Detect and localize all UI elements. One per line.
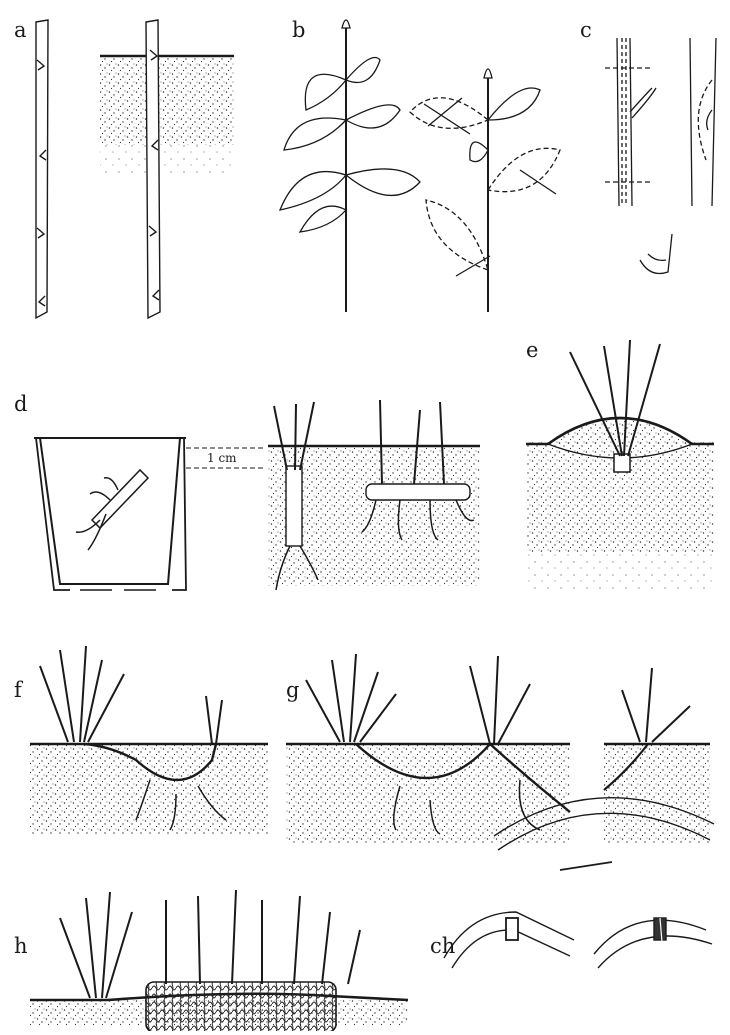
horizontal-root-cutting [366,484,470,500]
removed-leaves [410,98,560,270]
dimension-label: 1 cm [207,452,237,464]
cutting-loose [36,20,48,318]
panel-label-d: d [14,394,27,415]
root-piece-pot [76,470,148,550]
panel-f [30,646,268,834]
cutting-planted [146,20,160,318]
panel-label-ch: ch [430,936,455,957]
leaf-set-left [280,58,420,233]
trench-root-mass [146,982,336,1031]
panel-d [34,400,480,590]
panel-label-f: f [14,680,22,701]
panel-label-c: c [580,20,592,41]
panel-b [280,20,560,312]
panel-label-b: b [292,20,305,41]
panel-h [30,890,408,1031]
panel-a [36,20,234,318]
panel-e [526,340,714,592]
panel-g [286,654,710,844]
panel-label-h: h [14,936,28,957]
panel-label-g: g [286,680,299,701]
panel-c [605,38,716,274]
panel-label-e: e [526,340,538,361]
panel-label-a: a [14,20,27,41]
vertical-root-cutting [286,466,302,546]
soil-a [100,55,234,145]
